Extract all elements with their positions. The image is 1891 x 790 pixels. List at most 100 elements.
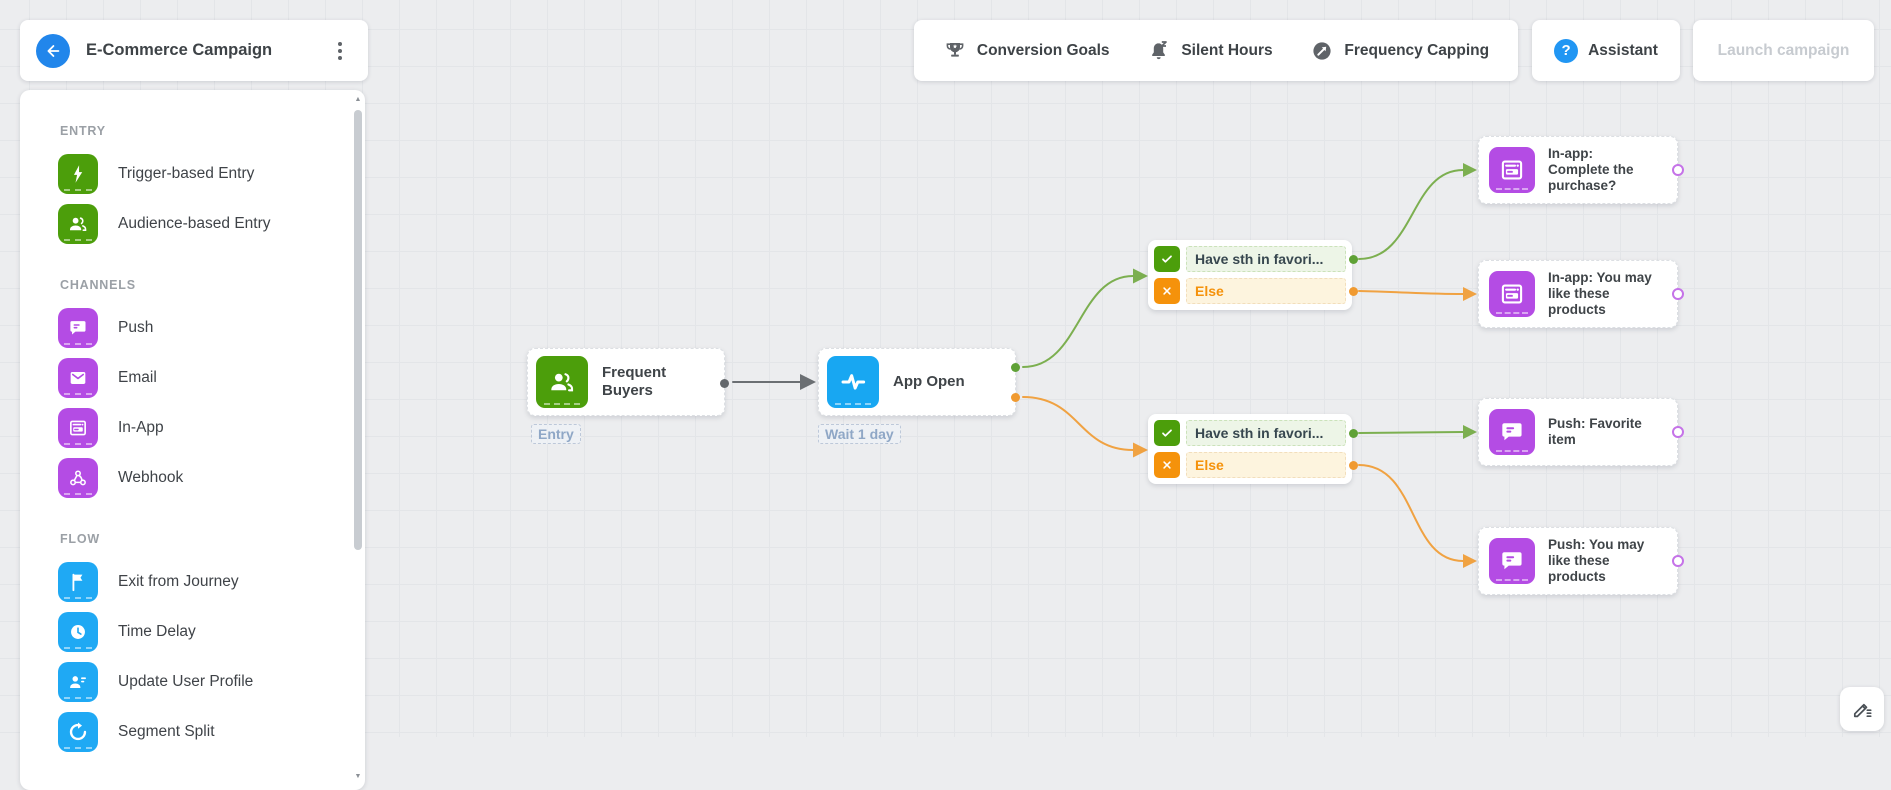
output-port-no[interactable] xyxy=(1349,460,1358,470)
silent-hours-button[interactable]: Silent Hours xyxy=(1147,39,1273,63)
gauge-icon xyxy=(1313,41,1332,60)
node-title: Push: You may like these products xyxy=(1548,537,1645,584)
sidebar-scrollbar[interactable]: ▲ ▼ xyxy=(353,94,363,786)
node-push-you-may-like[interactable]: Push: You may like these products xyxy=(1478,527,1684,595)
pulse-icon xyxy=(827,356,879,408)
section-title-entry: ENTRY xyxy=(60,124,106,138)
palette-item-trigger-based-entry[interactable]: Trigger-based Entry xyxy=(58,154,335,194)
in-app-window-icon xyxy=(1489,147,1535,193)
palette-item-label: Exit from Journey xyxy=(118,573,239,590)
in-app-window-icon xyxy=(1489,271,1535,317)
node-tag-wait: Wait 1 day xyxy=(818,424,901,444)
palette-item-in-app[interactable]: In-App xyxy=(58,408,335,448)
palette-item-label: Email xyxy=(118,369,157,386)
output-port-yes[interactable] xyxy=(1349,254,1358,264)
bolt-icon xyxy=(58,154,98,194)
output-port-no[interactable] xyxy=(1011,393,1020,402)
bell-snooze-icon xyxy=(1152,40,1168,59)
audience-icon xyxy=(536,356,588,408)
palette-item-label: In-App xyxy=(118,419,164,436)
node-title: Push: Favorite item xyxy=(1548,416,1642,447)
campaign-header: E-Commerce Campaign xyxy=(20,20,368,81)
node-inapp-complete-purchase[interactable]: In-app: Complete the purchase? xyxy=(1478,136,1684,204)
x-icon xyxy=(1154,278,1180,304)
kebab-menu-icon[interactable] xyxy=(328,41,352,60)
palette-item-update-user-profile[interactable]: Update User Profile xyxy=(58,662,335,702)
output-port-ring[interactable] xyxy=(1672,288,1684,300)
output-port-ring[interactable] xyxy=(1672,426,1684,438)
back-button[interactable] xyxy=(36,33,70,68)
scroll-up-icon[interactable]: ▲ xyxy=(354,96,362,103)
condition-branch-else[interactable]: Else xyxy=(1154,452,1358,478)
toolbar: Conversion Goals Silent Hours Frequency … xyxy=(914,20,1518,81)
condition-label-else: Else xyxy=(1186,452,1346,478)
trophy-icon xyxy=(946,42,964,57)
chat-bubble-icon xyxy=(1489,538,1535,584)
conversion-goals-label: Conversion Goals xyxy=(976,41,1110,59)
palette-item-label: Update User Profile xyxy=(118,673,254,690)
output-port[interactable] xyxy=(720,378,729,388)
node-inapp-you-may-like[interactable]: In-app: You may like these products xyxy=(1478,260,1684,328)
output-port-ring[interactable] xyxy=(1672,555,1684,567)
check-icon xyxy=(1154,420,1180,446)
scroll-down-icon[interactable]: ▼ xyxy=(354,773,362,780)
node-tag-entry: Entry xyxy=(531,424,581,444)
section-title-channels: CHANNELS xyxy=(60,278,136,292)
palette-item-segment-split[interactable]: Segment Split xyxy=(58,712,335,752)
user-edit-icon xyxy=(58,662,98,702)
webhook-icon xyxy=(58,458,98,498)
palette-item-label: Trigger-based Entry xyxy=(118,165,255,182)
palette-item-label: Audience-based Entry xyxy=(118,215,271,232)
palette-item-email[interactable]: Email xyxy=(58,358,335,398)
palette-item-push[interactable]: Push xyxy=(58,308,335,348)
palette-item-audience-based-entry[interactable]: Audience-based Entry xyxy=(58,204,335,244)
edit-notes-icon xyxy=(1853,703,1872,718)
flag-icon xyxy=(58,562,98,602)
assistant-button[interactable]: ? Assistant xyxy=(1532,20,1680,81)
campaign-title: E-Commerce Campaign xyxy=(86,41,273,59)
conversion-goals-button[interactable]: Conversion Goals xyxy=(943,39,1110,63)
segment-split-icon xyxy=(58,712,98,752)
palette-item-label: Segment Split xyxy=(118,723,215,740)
clock-icon xyxy=(58,612,98,652)
node-condition-top[interactable]: Have sth in favori... Else xyxy=(1148,240,1358,310)
condition-label-yes: Have sth in favori... xyxy=(1186,420,1346,446)
palette-item-label: Webhook xyxy=(118,469,184,486)
check-icon xyxy=(1154,246,1180,272)
palette-item-label: Time Delay xyxy=(118,623,196,640)
output-port-yes[interactable] xyxy=(1349,428,1358,438)
envelope-icon xyxy=(58,358,98,398)
frequency-capping-label: Frequency Capping xyxy=(1344,41,1490,59)
palette-item-exit-from-journey[interactable]: Exit from Journey xyxy=(58,562,335,602)
launch-campaign-button[interactable]: Launch campaign xyxy=(1693,20,1874,81)
output-port-no[interactable] xyxy=(1349,286,1358,296)
silent-hours-label: Silent Hours xyxy=(1181,41,1273,59)
palette-item-time-delay[interactable]: Time Delay xyxy=(58,612,335,652)
in-app-window-icon xyxy=(58,408,98,448)
chat-bubble-icon xyxy=(58,308,98,348)
output-port-yes[interactable] xyxy=(1011,363,1020,372)
node-app-open[interactable]: App Open xyxy=(818,348,1020,416)
condition-branch-yes[interactable]: Have sth in favori... xyxy=(1154,420,1358,446)
node-title: In-app: You may like these products xyxy=(1548,270,1652,317)
scrollbar-thumb[interactable] xyxy=(354,110,362,550)
launch-campaign-label: Launch campaign xyxy=(1717,41,1850,59)
edit-notes-button[interactable] xyxy=(1840,687,1884,731)
arrow-left-icon xyxy=(47,44,60,57)
palette-item-webhook[interactable]: Webhook xyxy=(58,458,335,498)
palette-item-label: Push xyxy=(118,319,154,336)
node-title: App Open xyxy=(893,373,965,391)
output-port-ring[interactable] xyxy=(1672,164,1684,176)
condition-branch-yes[interactable]: Have sth in favori... xyxy=(1154,246,1358,272)
node-frequent-buyers[interactable]: Frequent Buyers xyxy=(527,348,729,416)
condition-label-yes: Have sth in favori... xyxy=(1186,246,1346,272)
section-title-flow: FLOW xyxy=(60,532,100,546)
flow-connectors xyxy=(732,163,1477,568)
condition-label-else: Else xyxy=(1186,278,1346,304)
assistant-label: Assistant xyxy=(1588,41,1658,59)
node-title: In-app: Complete the purchase? xyxy=(1548,146,1634,193)
node-condition-bottom[interactable]: Have sth in favori... Else xyxy=(1148,414,1358,484)
node-push-favorite-item[interactable]: Push: Favorite item xyxy=(1478,398,1684,466)
frequency-capping-button[interactable]: Frequency Capping xyxy=(1310,39,1489,63)
condition-branch-else[interactable]: Else xyxy=(1154,278,1358,304)
